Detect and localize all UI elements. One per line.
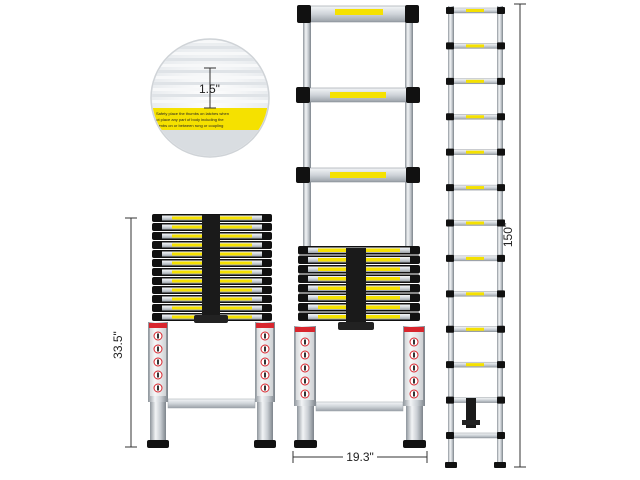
rung-end-cap bbox=[497, 290, 505, 298]
rung-end-cap bbox=[497, 361, 505, 369]
collapsed-height-dimension: 33.5" bbox=[111, 217, 137, 448]
rubber-foot bbox=[494, 462, 506, 468]
width-label: 19.3" bbox=[346, 450, 374, 464]
pictogram-figure bbox=[264, 346, 266, 352]
rung-end-cap bbox=[446, 290, 454, 298]
rung-label bbox=[466, 186, 484, 190]
pictogram-figure bbox=[157, 372, 159, 378]
rung-end-cap bbox=[296, 87, 310, 103]
rung-end-cap bbox=[497, 42, 505, 50]
rung-end-cap bbox=[296, 167, 310, 183]
pictogram-figure bbox=[413, 365, 415, 371]
rung-end-cap bbox=[446, 432, 454, 439]
detail-zoom-callout: Safety place the thumbs on latches when … bbox=[150, 38, 270, 158]
rung-rib bbox=[152, 58, 268, 61]
pictogram-figure bbox=[157, 333, 159, 339]
rung-end-cap bbox=[497, 77, 505, 85]
pictogram-figure bbox=[413, 339, 415, 345]
rung-end-cap bbox=[497, 148, 505, 156]
rung-label bbox=[466, 79, 484, 83]
rung-end-cap bbox=[446, 396, 454, 404]
rung-end-cap bbox=[497, 325, 505, 333]
rubber-foot bbox=[254, 440, 276, 448]
rung-end-cap bbox=[406, 87, 420, 103]
rung-label bbox=[466, 150, 484, 154]
rung-end-cap bbox=[497, 113, 505, 121]
rung-end-cap bbox=[497, 219, 505, 227]
rung-end-cap bbox=[446, 361, 454, 369]
rung-end-cap bbox=[446, 184, 454, 192]
rung-label bbox=[466, 292, 484, 296]
pictogram-figure bbox=[304, 352, 306, 358]
rung-label bbox=[330, 172, 386, 178]
rung-label bbox=[466, 327, 484, 331]
collapsed-height-label: 33.5" bbox=[111, 331, 125, 359]
pictogram-figure bbox=[264, 333, 266, 339]
bottom-rung bbox=[167, 398, 256, 409]
extended-height-dimension: 150" bbox=[501, 3, 526, 468]
rung-end-cap bbox=[446, 113, 454, 121]
pictogram-figure bbox=[304, 378, 306, 384]
rung bbox=[449, 432, 503, 439]
pictogram-figure bbox=[413, 378, 415, 384]
rung-end-cap bbox=[446, 77, 454, 85]
rung-end-cap bbox=[446, 325, 454, 333]
rubber-foot bbox=[403, 440, 426, 448]
pictogram-figure bbox=[157, 385, 159, 391]
pictogram-figure bbox=[304, 391, 306, 397]
rung-rib bbox=[152, 46, 268, 49]
rung-rib bbox=[152, 40, 268, 43]
partially-extended-ladder bbox=[294, 5, 426, 448]
rung-label bbox=[330, 92, 386, 98]
rung-end-cap bbox=[406, 167, 420, 183]
rung-label bbox=[466, 363, 484, 367]
width-dimension: 19.3" bbox=[292, 450, 428, 464]
rung-end-cap bbox=[446, 219, 454, 227]
rung-label bbox=[466, 9, 484, 12]
pictogram-figure bbox=[413, 391, 415, 397]
pictogram-figure bbox=[413, 352, 415, 358]
collapsed-ladder bbox=[147, 214, 276, 448]
strap-band bbox=[202, 215, 220, 317]
rung-end-cap bbox=[446, 148, 454, 156]
rung-depth-label: 1.5" bbox=[199, 82, 220, 96]
rung-end-cap bbox=[497, 396, 505, 404]
warning-sticker bbox=[149, 323, 167, 328]
extended-height-label: 150" bbox=[501, 223, 515, 247]
pictogram-figure bbox=[264, 359, 266, 365]
rung-end-cap bbox=[497, 184, 505, 192]
rung-end-cap bbox=[497, 7, 505, 14]
rung-label bbox=[466, 44, 484, 48]
pictogram-figure bbox=[304, 365, 306, 371]
pictogram-figure bbox=[304, 339, 306, 345]
rung-end-cap bbox=[497, 432, 505, 439]
warning-text-line: not place any part of body including the bbox=[154, 117, 224, 122]
rubber-foot bbox=[147, 440, 169, 448]
warning-text-line: thumbs on or between rung or coupling bbox=[154, 123, 223, 128]
rung-end-cap bbox=[446, 42, 454, 50]
rubber-foot bbox=[294, 440, 317, 448]
rung-end-cap bbox=[446, 254, 454, 262]
pictogram-figure bbox=[264, 372, 266, 378]
rubber-foot bbox=[445, 462, 457, 468]
rung-end-cap bbox=[497, 254, 505, 262]
rung-label bbox=[466, 221, 484, 225]
strap-band bbox=[346, 248, 366, 324]
rung-rib bbox=[152, 64, 268, 67]
pictogram-figure bbox=[264, 385, 266, 391]
strap-band bbox=[466, 398, 476, 428]
pictogram-figure bbox=[157, 346, 159, 352]
rung-end-cap bbox=[446, 7, 454, 14]
rung-label bbox=[466, 256, 484, 260]
warning-text-line: Safety place the thumbs on latches when bbox=[156, 111, 229, 116]
pictogram-figure bbox=[157, 359, 159, 365]
rung-label bbox=[466, 115, 484, 119]
rung-rib bbox=[152, 52, 268, 55]
fully-extended-ladder bbox=[445, 6, 506, 468]
